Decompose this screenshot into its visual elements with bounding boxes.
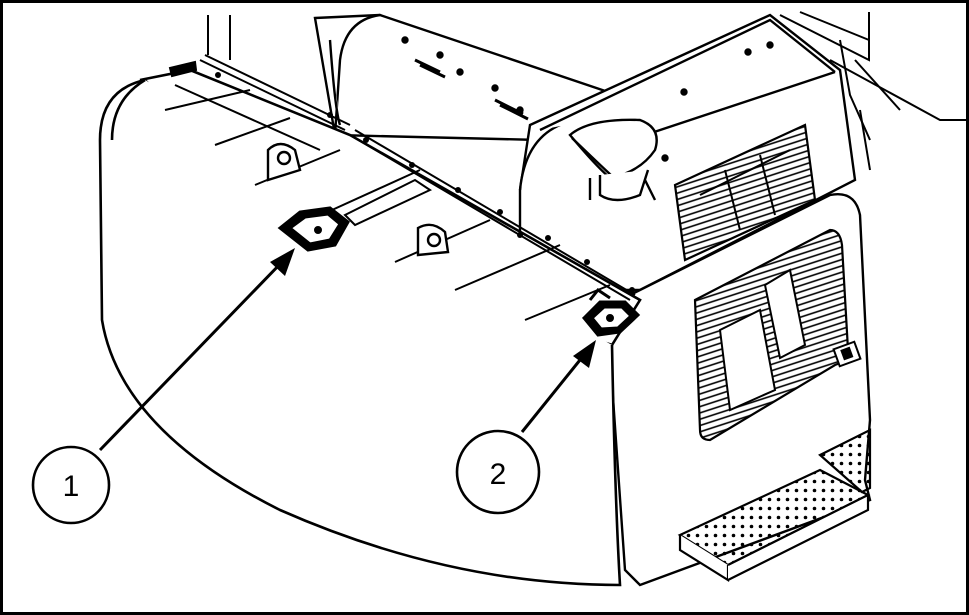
handrail xyxy=(779,11,966,171)
leader-arrow-2 xyxy=(520,340,596,433)
cab-pillar xyxy=(207,15,231,60)
upper-grille xyxy=(673,123,817,262)
callout-2: 2 xyxy=(455,429,541,515)
mounting-pad-2 xyxy=(581,287,641,337)
callout-number: 2 xyxy=(490,458,507,491)
callout-circle xyxy=(455,429,541,515)
callout-1: 1 xyxy=(31,445,111,525)
lower-grille xyxy=(693,228,850,442)
callout-circle xyxy=(31,445,111,525)
door-latch xyxy=(832,340,862,368)
step-plate xyxy=(677,428,872,582)
leader-arrow-1 xyxy=(98,248,295,452)
bolt-heads xyxy=(215,72,635,293)
lifting-eye xyxy=(266,142,450,257)
callout-number: 1 xyxy=(63,470,80,503)
mounting-pad-1 xyxy=(277,206,350,252)
exhaust-pipe xyxy=(568,118,658,202)
deck-plate xyxy=(168,60,433,227)
